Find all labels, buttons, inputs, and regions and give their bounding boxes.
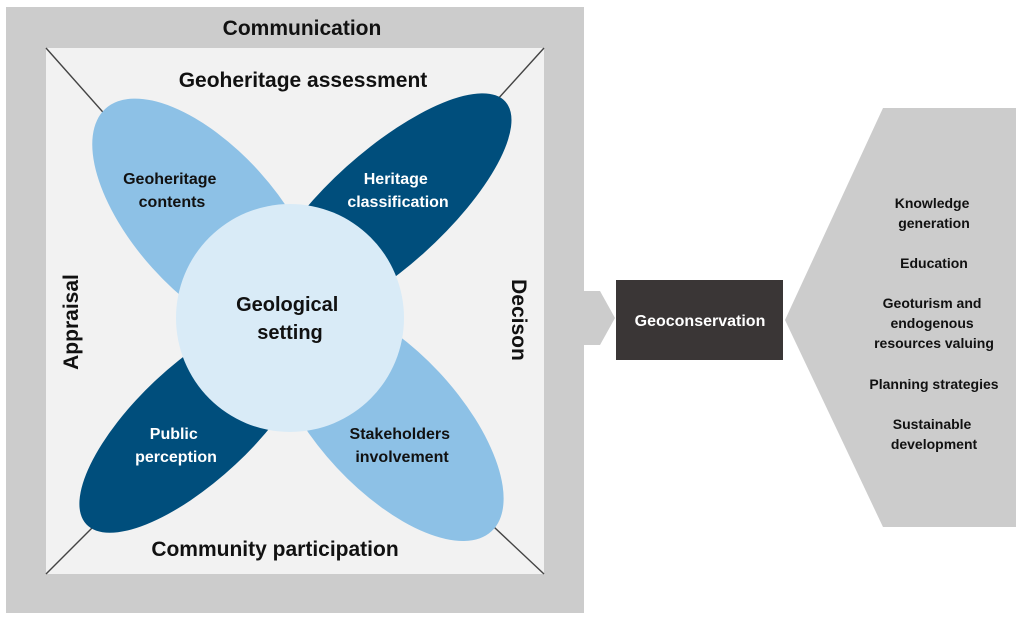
geological-setting-label: Geological setting [236,294,344,344]
community-participation-label: Community participation [151,538,398,561]
outcomes-panel [785,108,1016,527]
outcome-education: Education [900,255,968,271]
appraisal-label: Appraisal [60,274,83,370]
outcome-sustainable-development: Sustainable development [891,416,978,452]
outcome-knowledge-generation: Knowledge generation [895,195,974,231]
geoheritage-contents-label: Geoheritage contents [123,171,221,211]
connector-arrow [584,291,615,345]
center-circle [176,204,404,432]
outcome-planning-strategies: Planning strategies [869,376,998,392]
heritage-classification-label: Heritage classification [347,171,448,211]
geoconservation-box [616,280,783,360]
outcome-geoturism: Geoturism and endogenous resources valui… [874,295,994,351]
geoconservation-label: Geoconservation [635,313,766,330]
geoheritage-assessment-label: Geoheritage assessment [179,69,428,92]
communication-label: Communication [223,17,382,40]
public-perception-label: Public perception [135,426,217,466]
stakeholders-involvement-label: Stakeholders involvement [350,426,455,466]
decision-label: Decison [507,279,530,361]
